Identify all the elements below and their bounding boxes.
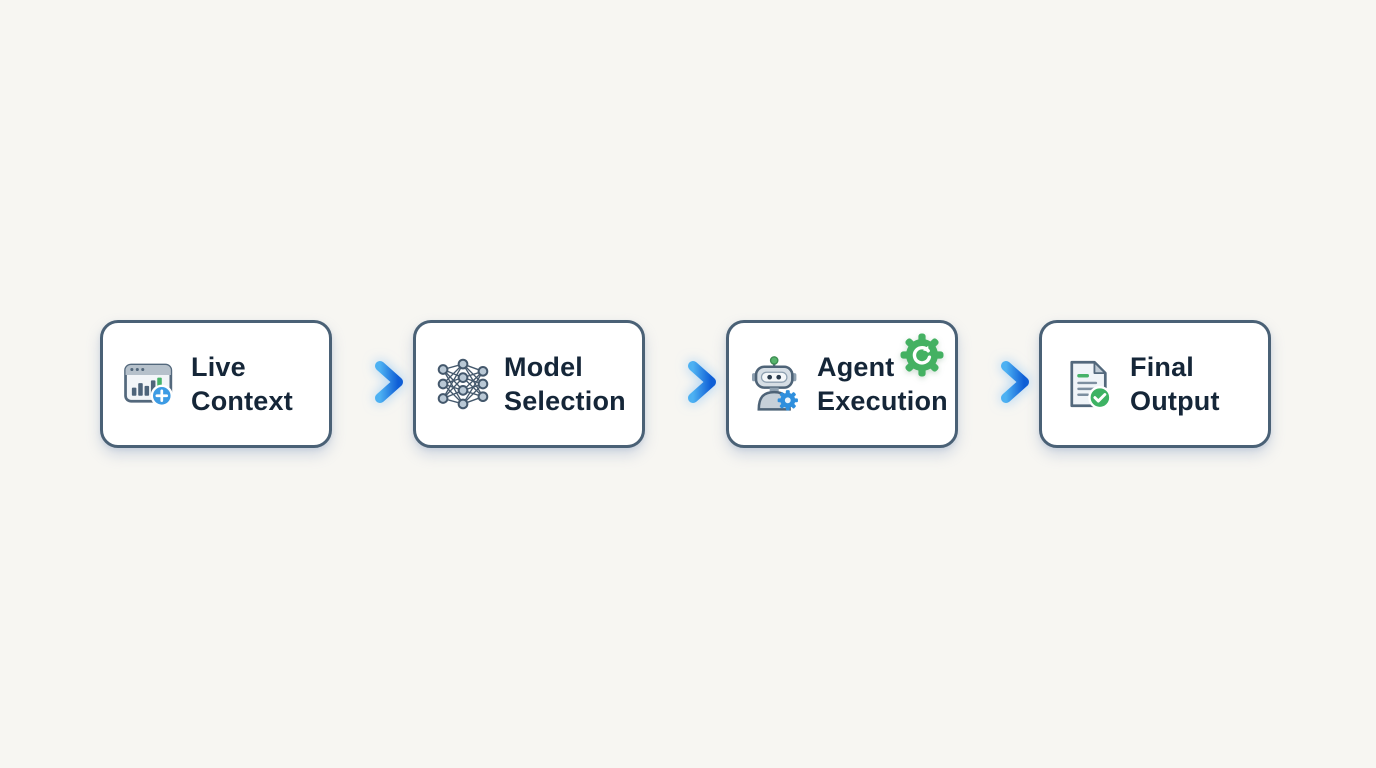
arrow-right-icon [648,356,723,413]
flow-connector-2 [645,320,726,448]
step-label-line1: Agent [817,352,895,382]
step-label-line1: Live [191,352,246,382]
step-label-line1: Model [504,352,583,382]
neural-network-icon [434,355,492,413]
step-label-line2: Output [1130,386,1220,416]
arrow-right-icon [335,356,410,413]
document-check-icon [1060,355,1118,413]
step-label-line2: Execution [817,386,948,416]
gear-sync-icon [898,331,946,379]
flow-step-agent-execution: Agent Execution [726,320,958,448]
step-label-line1: Final [1130,352,1195,382]
flow-connector-3 [958,320,1039,448]
step-label-model-selection: Model Selection [504,350,626,418]
step-label-line2: Context [191,386,293,416]
robot-gear-icon [747,355,805,413]
arrow-right-icon [961,356,1036,413]
step-label-agent-execution: Agent Execution [817,350,948,418]
step-label-live-context: Live Context [191,350,293,418]
step-label-final-output: Final Output [1130,350,1220,418]
flow-row: Live Context [100,320,1271,448]
browser-analytics-plus-icon [121,355,179,413]
flow-connector-1 [332,320,413,448]
flow-step-model-selection: Model Selection [413,320,645,448]
step-label-line2: Selection [504,386,626,416]
flow-step-live-context: Live Context [100,320,332,448]
flow-step-final-output: Final Output [1039,320,1271,448]
